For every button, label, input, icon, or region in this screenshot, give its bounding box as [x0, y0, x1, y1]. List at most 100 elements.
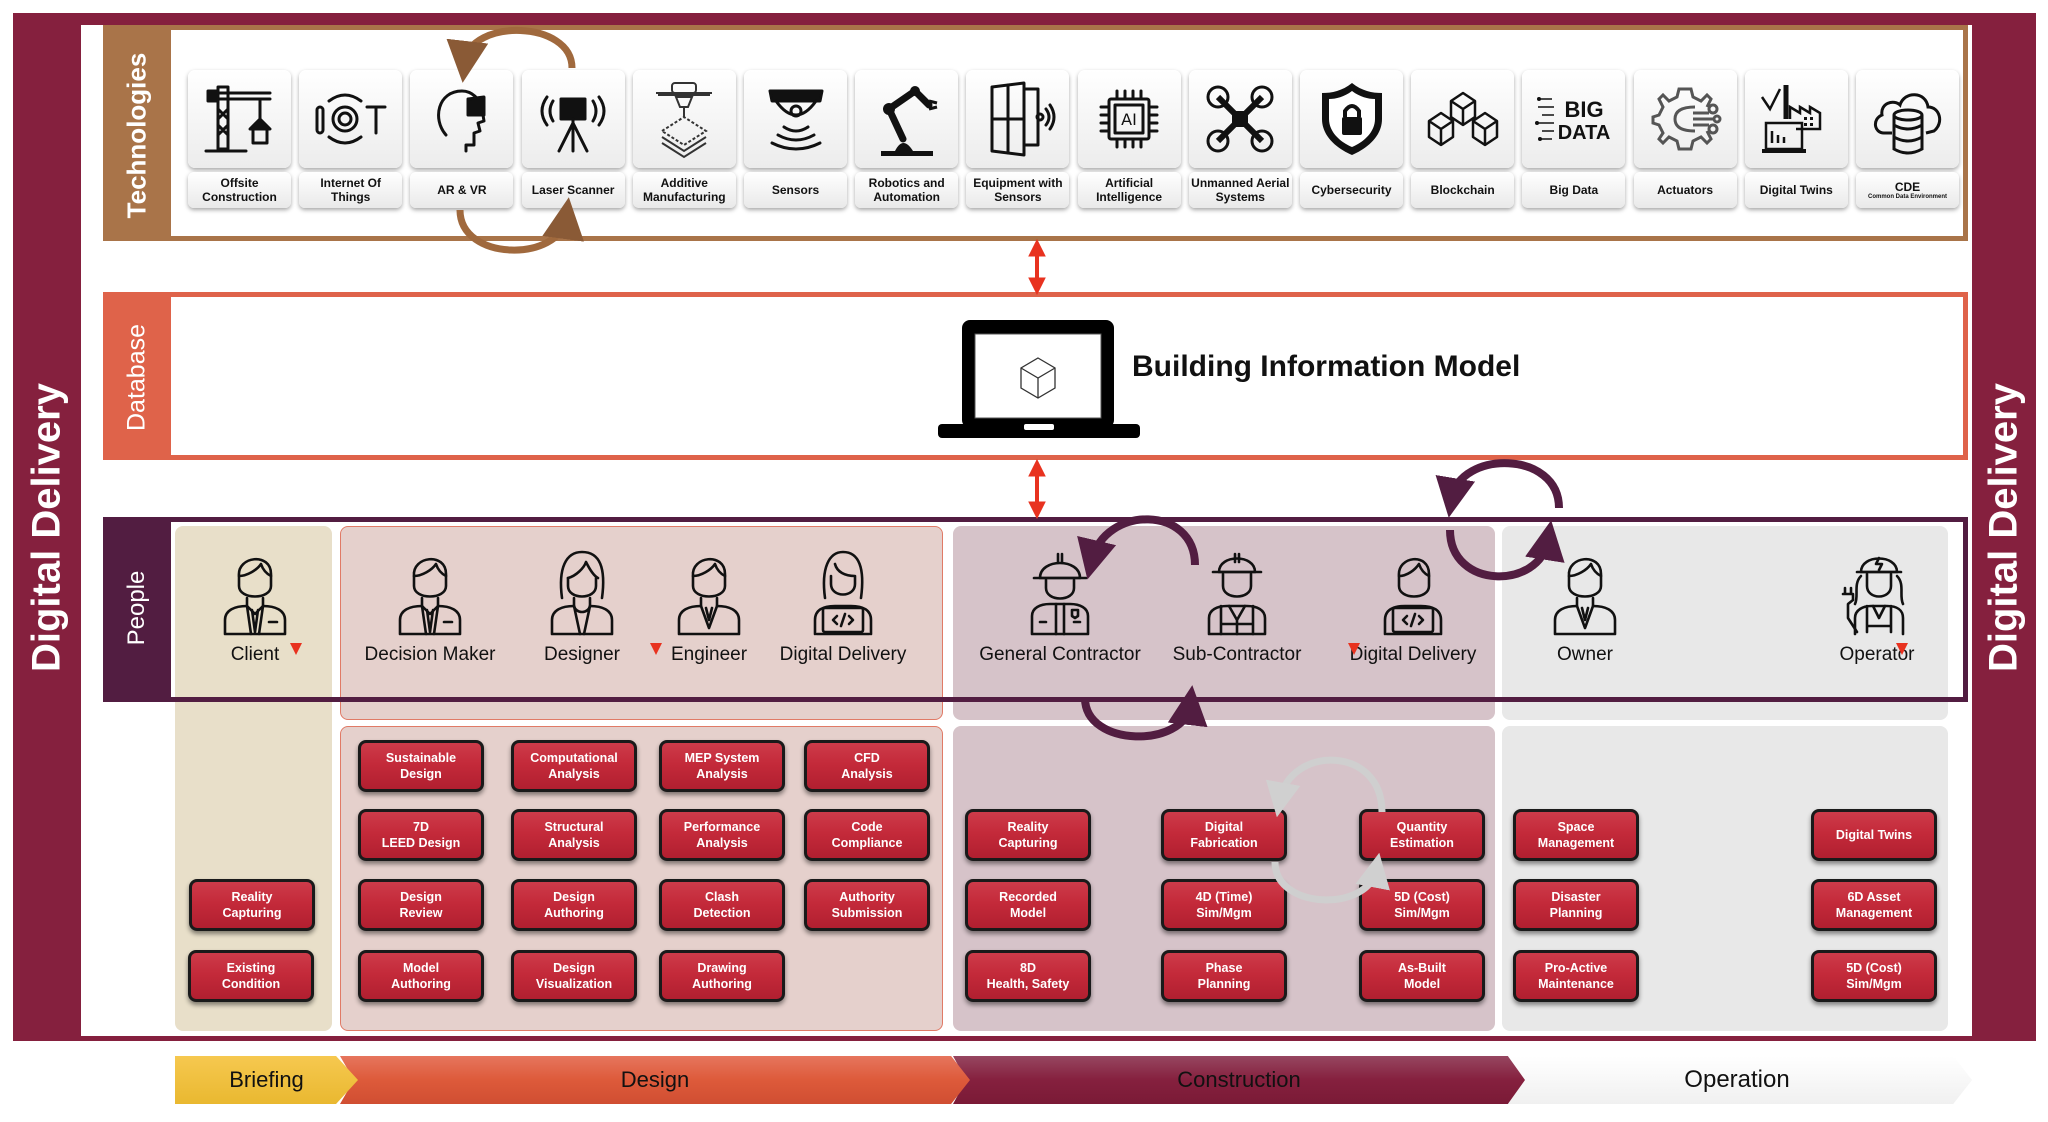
technology-tile[interactable]: Robotics and Automation [855, 70, 959, 208]
technology-label: AR & VR [410, 172, 514, 208]
technology-label-text: Artificial Intelligence [1096, 176, 1163, 204]
businessman-icon [340, 548, 520, 638]
woman-laptop-icon [753, 548, 933, 638]
construction-function-button[interactable]: 5D (Cost)Sim/Mgm [1359, 879, 1485, 931]
laser-scanner-icon [521, 70, 625, 168]
technology-tile[interactable]: Laser Scanner [521, 70, 625, 208]
person-client[interactable]: Client [165, 548, 345, 666]
technology-tile[interactable]: Additive Manufacturing [632, 70, 736, 208]
technology-label: Robotics and Automation [855, 172, 959, 208]
person-owner[interactable]: Owner [1495, 548, 1675, 666]
technology-tile[interactable]: Equipment with Sensors [966, 70, 1070, 208]
technology-label: Actuators [1633, 172, 1737, 208]
person-label: Owner [1557, 644, 1613, 665]
3d-printer-icon [632, 70, 736, 168]
technology-label-text: Additive Manufacturing [642, 176, 726, 204]
technology-tile[interactable]: Cybersecurity [1300, 70, 1403, 208]
technology-label-text: Robotics and Automation [868, 176, 945, 204]
red-marker-icon [650, 643, 662, 655]
technology-tile[interactable]: Sensors [744, 70, 847, 208]
person-label: General Contractor [979, 644, 1141, 665]
man-icon [1495, 548, 1675, 638]
blockchain-icon [1411, 70, 1515, 168]
technology-tile[interactable]: Blockchain [1411, 70, 1515, 208]
technology-tile[interactable]: AI Artificial Intelligence [1077, 70, 1181, 208]
technology-label-text: Digital Twins [1759, 183, 1833, 197]
phase-design-label: Design [620, 1067, 690, 1092]
phase-construction[interactable]: Construction [953, 1056, 1525, 1104]
man-icon [619, 548, 799, 638]
operation-function-button[interactable]: 5D (Cost)Sim/Mgm [1811, 950, 1937, 1002]
person-digital-delivery[interactable]: Digital Delivery [1323, 548, 1503, 666]
technology-tile[interactable]: Digital Twins [1744, 70, 1848, 208]
digital-twin-icon [1744, 70, 1848, 168]
bim-title-text: Building Information Model [1132, 350, 1521, 383]
svg-text:AI: AI [1121, 110, 1137, 129]
person-label: Digital Delivery [779, 644, 907, 665]
technology-label-text: Internet Of Things [320, 176, 382, 204]
firefighter-icon [970, 548, 1150, 638]
technology-label-text: Big Data [1549, 183, 1599, 197]
technology-tile[interactable]: Actuators [1633, 70, 1737, 208]
operation-function-button[interactable]: Digital Twins [1811, 809, 1937, 861]
person-engineer[interactable]: Engineer [619, 548, 799, 666]
technology-tile[interactable]: Offsite Construction [188, 70, 291, 208]
people-section: People [103, 517, 1968, 702]
person-operator[interactable]: Operator [1787, 548, 1967, 666]
person-label: Decision Maker [364, 644, 496, 665]
technology-label: Additive Manufacturing [632, 172, 736, 208]
phase-operation[interactable]: Operation [1502, 1056, 1972, 1104]
woman-icon [492, 548, 672, 638]
technology-label: Blockchain [1411, 172, 1515, 208]
technology-label: Big Data [1522, 172, 1626, 208]
technology-tile[interactable]: Internet Of Things [299, 70, 403, 208]
phase-design[interactable]: Design [340, 1056, 970, 1104]
person-decision-maker[interactable]: Decision Maker [340, 548, 520, 666]
construction-function-button[interactable]: 4D (Time)Sim/Mgm [1161, 879, 1287, 931]
people-label: People [123, 570, 150, 646]
technology-tile[interactable]: Unmanned Aerial Systems [1188, 70, 1292, 208]
phase-briefing[interactable]: Briefing [175, 1056, 358, 1104]
person-general-contractor[interactable]: General Contractor [970, 548, 1150, 666]
technologies-label: Technologies [121, 52, 152, 219]
technology-tile[interactable]: AR & VR [410, 70, 514, 208]
technology-label: Internet Of Things [299, 172, 403, 208]
person-sub-contractor[interactable]: Sub-Contractor [1147, 548, 1327, 666]
person-designer[interactable]: Designer [492, 548, 672, 666]
person-digital-delivery[interactable]: Digital Delivery [753, 548, 933, 666]
laptop-cube-icon [938, 318, 1140, 443]
technology-label-text: Equipment with Sensors [973, 176, 1063, 204]
crane-house-icon [188, 70, 291, 168]
